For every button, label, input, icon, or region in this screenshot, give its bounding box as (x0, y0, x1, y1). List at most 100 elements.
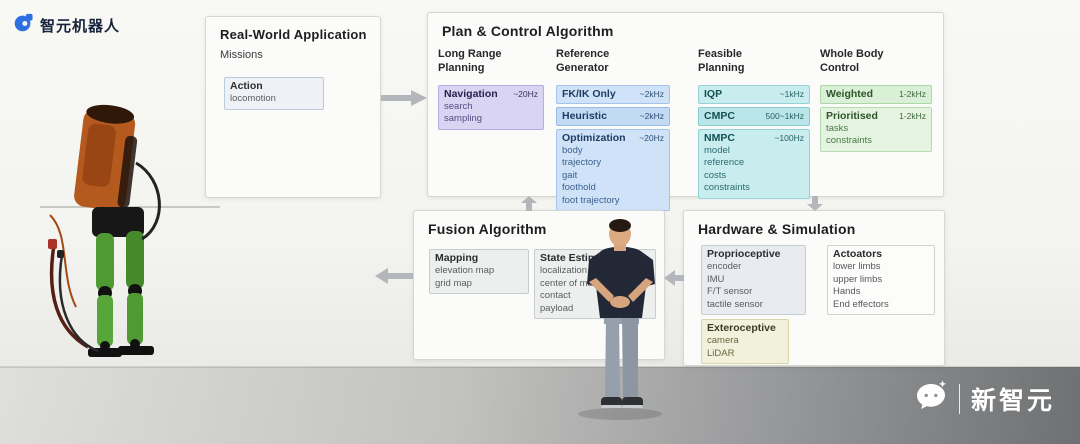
list-item: sampling (444, 113, 483, 125)
chat-bubble-icon (914, 379, 948, 418)
block-title: Optimization (562, 131, 626, 144)
block-title: Navigation (444, 87, 498, 100)
block-weighted: Weighted 1-2kHz (820, 84, 932, 104)
arrow-plan-to-hardware (807, 196, 823, 211)
block-rate: 1-2kHz (899, 88, 926, 99)
stage-floor-edge (0, 366, 1080, 368)
panel-title: Fusion Algorithm (428, 221, 547, 237)
column-reference-generator: Reference Generator FK/IK Only ~2kHz Heu… (556, 47, 670, 214)
presenter (556, 216, 686, 427)
list-item: constraints (704, 182, 750, 194)
block-rate: ~100Hz (774, 132, 804, 143)
list-item: search (444, 100, 473, 112)
list-item: center of mass (540, 277, 603, 289)
block-title: Heuristic (562, 109, 607, 122)
watermark-name: 新智元 (971, 386, 1056, 415)
column-title: Feasible Planning (698, 48, 745, 75)
list-item: foot trajectory (562, 194, 620, 206)
list-item: F/T sensor (707, 286, 753, 298)
column-title: Whole Body Control (820, 48, 884, 75)
list-item: encoder (707, 261, 742, 272)
block-title: Weighted (826, 87, 874, 100)
block-items: locomotion (230, 93, 318, 106)
block-title: Prioritised (826, 109, 878, 122)
block-rate: ~20Hz (513, 88, 538, 99)
panel-title: Real-World Application (220, 27, 367, 42)
list-item: LiDAR (707, 347, 735, 359)
brand-name: 智元机器人 (40, 17, 121, 35)
block-rate: ~2kHz (639, 110, 664, 121)
watermark: 新智元 (914, 379, 1055, 418)
list-item: tasks (826, 122, 849, 134)
panel-hardware-simulation: Hardware & Simulation Proprioceptive enc… (683, 210, 945, 366)
block-action: Action locomotion (224, 77, 324, 110)
list-item: locomotion (230, 93, 276, 104)
list-item: model (704, 144, 730, 156)
column-feasible-planning: Feasible Planning IQP ~1kHz CMPC 500~1kH… (698, 47, 810, 202)
column-long-range-planning: Long Range Planning Navigation ~20Hz sea… (438, 47, 544, 133)
list-item: IMU (707, 273, 725, 285)
block-rate: 500~1kHz (765, 110, 804, 121)
block-fkik-only: FK/IK Only ~2kHz (556, 84, 670, 104)
block-rate: ~2kHz (639, 88, 664, 99)
arrow-hardware-to-fusion (664, 270, 684, 286)
stage-floor (0, 367, 1080, 444)
list-item: body (562, 144, 583, 156)
block-iqp: IQP ~1kHz (698, 84, 810, 104)
list-item: upper limbs (833, 273, 883, 285)
block-heuristic: Heuristic ~2kHz (556, 106, 670, 126)
list-item: grid map (435, 277, 472, 289)
list-item: trajectory (562, 157, 602, 169)
block-title: CMPC (704, 109, 735, 122)
list-item: reference (704, 157, 745, 169)
block-rate: 1-2kHz (899, 110, 926, 121)
agibot-logo-icon (13, 12, 34, 38)
list-item: Hands (833, 286, 861, 298)
panel-plan-control-algorithm: Plan & Control Algorithm Long Range Plan… (427, 12, 944, 212)
block-title: Actoators (833, 248, 883, 260)
panel-title: Hardware & Simulation (698, 221, 856, 237)
block-rate: ~20Hz (639, 132, 664, 143)
column-title: Long Range Planning (438, 48, 502, 75)
block-title: Action (230, 80, 263, 92)
list-item: costs (704, 169, 727, 181)
arrow-fusion-to-plan (521, 196, 537, 211)
list-item: camera (707, 335, 739, 346)
robot-prototype (40, 95, 220, 365)
column-title: Reference Generator (556, 48, 610, 75)
block-title: Mapping (435, 252, 479, 264)
panel-real-world-application: Real-World Application Missions Action l… (205, 16, 381, 198)
list-item: End effectors (833, 298, 889, 310)
column-whole-body-control: Whole Body Control Weighted 1-2kHz Prior… (820, 47, 932, 155)
list-item: localization (540, 265, 587, 276)
list-item: contact (540, 290, 571, 302)
list-item: elevation map (435, 265, 495, 276)
list-item: foothold (562, 182, 596, 194)
missions-label: Missions (220, 49, 263, 61)
watermark-divider (959, 383, 960, 414)
panel-title: Plan & Control Algorithm (442, 23, 614, 39)
block-title: Exteroceptive (707, 322, 776, 334)
list-item: lower limbs (833, 261, 881, 272)
list-item: payload (540, 302, 574, 314)
arrow-application-to-plan (381, 90, 427, 106)
block-rate: ~1kHz (779, 88, 804, 99)
list-item: constraints (826, 135, 872, 147)
block-cmpc: CMPC 500~1kHz (698, 106, 810, 126)
